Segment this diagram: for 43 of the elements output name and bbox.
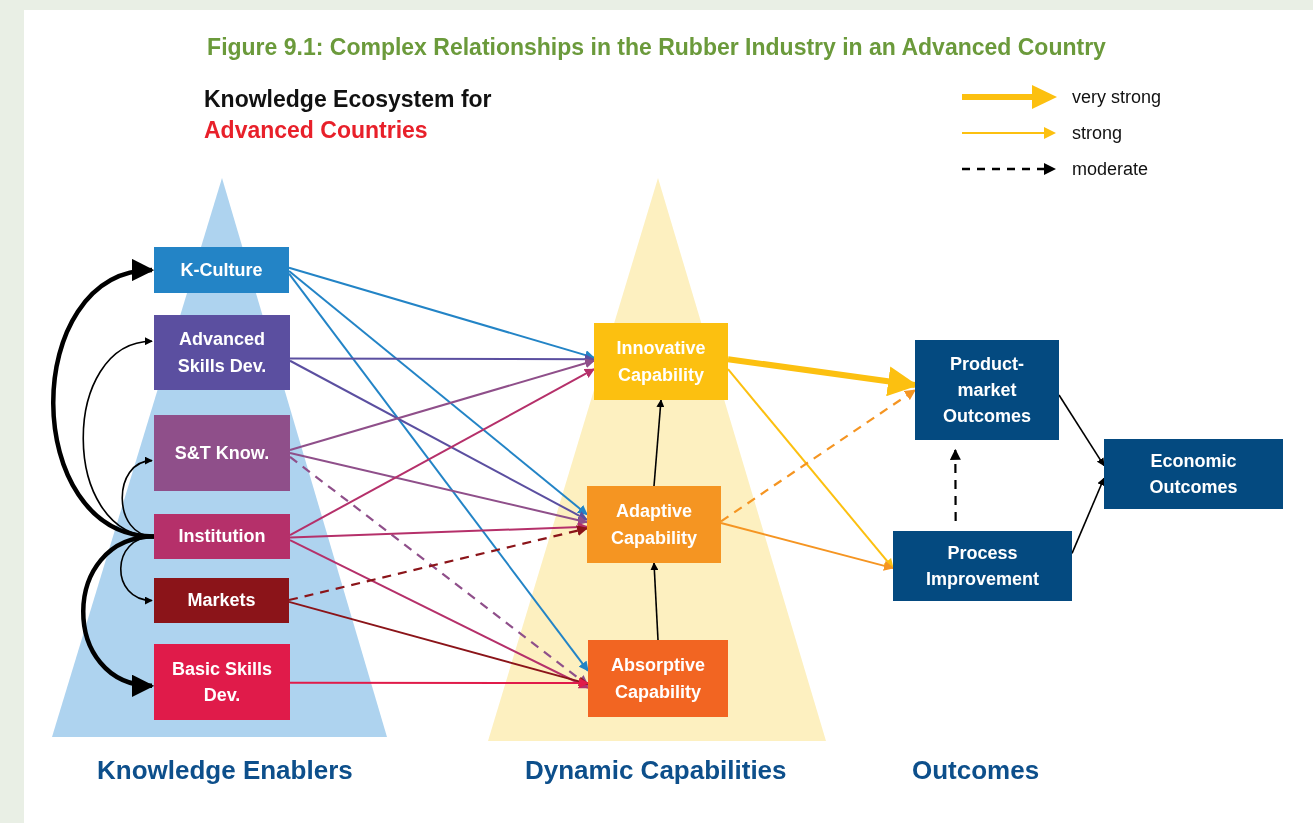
concept-box: Economic Outcomes (1104, 439, 1283, 509)
arrow (289, 359, 588, 521)
arrow (289, 522, 588, 539)
arrow (289, 358, 595, 451)
arrow (1058, 394, 1105, 467)
legend-text: very strong (1072, 86, 1162, 108)
heading: Knowledge Ecosystem for (204, 86, 492, 113)
concept-box: Institution (154, 514, 290, 559)
concept-box: K-Culture (154, 247, 289, 293)
arrow (720, 389, 916, 523)
concept-box: Advanced Skills Dev. (154, 315, 290, 390)
arrow (727, 368, 894, 570)
arrow (650, 562, 659, 641)
arrow (949, 448, 961, 521)
arrow (81, 534, 155, 695)
concept-box: Basic Skills Dev. (154, 644, 290, 720)
heading: Advanced Countries (204, 117, 428, 144)
legend-text: strong (1072, 122, 1123, 144)
arrow (720, 521, 894, 571)
arrow (288, 525, 589, 602)
arrow (51, 262, 155, 539)
concept-box: S&T Know. (154, 415, 290, 491)
arrow (289, 678, 589, 689)
arrow (289, 368, 595, 537)
arrow (289, 452, 588, 525)
arrow (288, 266, 595, 360)
column-heading: Knowledge Enablers (97, 755, 353, 786)
column-heading: Dynamic Capabilities (525, 755, 787, 786)
arrow (288, 600, 589, 687)
concept-box: Absorptive Capability (588, 640, 728, 717)
figure-title: Figure 9.1: Complex Relationships in the Rubber Industry in an Advanced Country (206, 34, 1107, 61)
column-heading: Outcomes (912, 755, 1040, 786)
concept-box: Adaptive Capability (587, 486, 721, 563)
concept-box: Process Improvement (893, 531, 1072, 601)
arrow (289, 539, 589, 689)
arrow (289, 455, 589, 687)
concept-box: Product-market Outcomes (915, 340, 1059, 440)
arrow (288, 272, 589, 672)
arrow (288, 269, 588, 516)
arrow (653, 399, 665, 487)
concept-box: Markets (154, 578, 289, 623)
legend-text: moderate (1072, 158, 1149, 180)
concept-box: Innovative Capability (594, 323, 728, 400)
